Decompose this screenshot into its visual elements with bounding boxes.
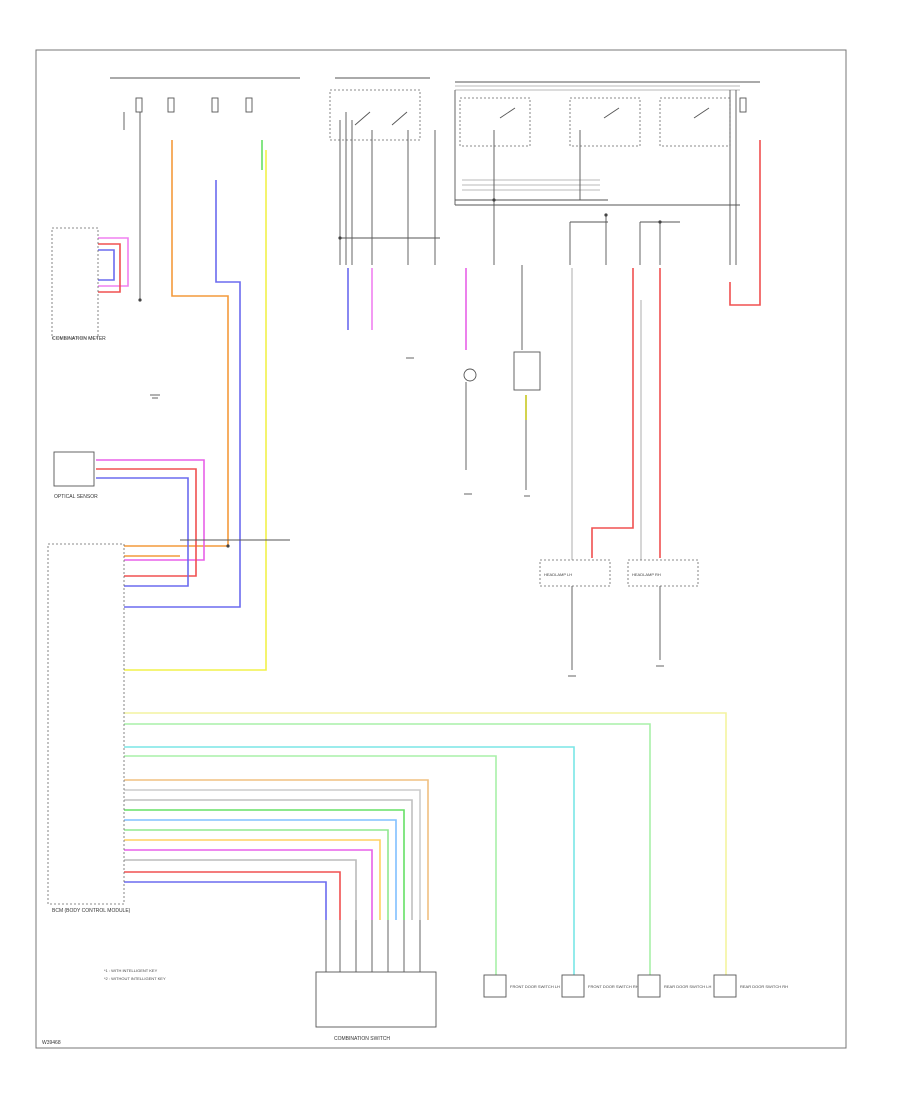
combination-switch-label: COMBINATION SWITCH (334, 1036, 390, 1042)
front-door-switch-rh-label: FRONT DOOR SWITCH RH (588, 984, 639, 989)
diagram-frame (35, 49, 847, 1049)
legend-line-2: *2 : WITHOUT INTELLIGENT KEY (104, 976, 166, 981)
lamp-symbols (463, 351, 541, 490)
footer-code: W39468 (42, 1040, 61, 1046)
front-door-switch-lh-label: FRONT DOOR SWITCH LH (510, 984, 560, 989)
rear-door-switch-rh-label: REAR DOOR SWITCH RH (740, 984, 788, 989)
headlamp-components: HEADLAMP LH HEADLAMP RH (539, 559, 699, 670)
colored-wires (96, 140, 761, 975)
optical-sensor-label: OPTICAL SENSOR (54, 494, 98, 500)
ground-symbols (150, 357, 664, 677)
splice-dots (138, 198, 662, 548)
legend-line-1: *1 : WITH INTELLIGENT KEY (104, 968, 158, 973)
relay-group (329, 89, 731, 147)
rear-door-switch-lh-label: REAR DOOR SWITCH LH (664, 984, 711, 989)
door-switches: FRONT DOOR SWITCH LH FRONT DOOR SWITCH R… (483, 974, 788, 998)
fuse-group (135, 97, 747, 113)
optical-sensor: OPTICAL SENSOR (53, 451, 98, 500)
combination-meter-label: COMBINATION METER (52, 336, 106, 342)
bcm: BCM (BODY CONTROL MODULE) *1 : WITH INTE… (47, 543, 166, 981)
bcm-label: BCM (BODY CONTROL MODULE) (52, 908, 131, 914)
combination-switch: COMBINATION SWITCH (315, 920, 437, 1042)
combination-meter: COMBINATION METER (51, 227, 106, 342)
power-section (110, 77, 760, 350)
headlamp-rh-label: HEADLAMP RH (632, 572, 661, 577)
headlamp-lh-label: HEADLAMP LH (544, 572, 572, 577)
